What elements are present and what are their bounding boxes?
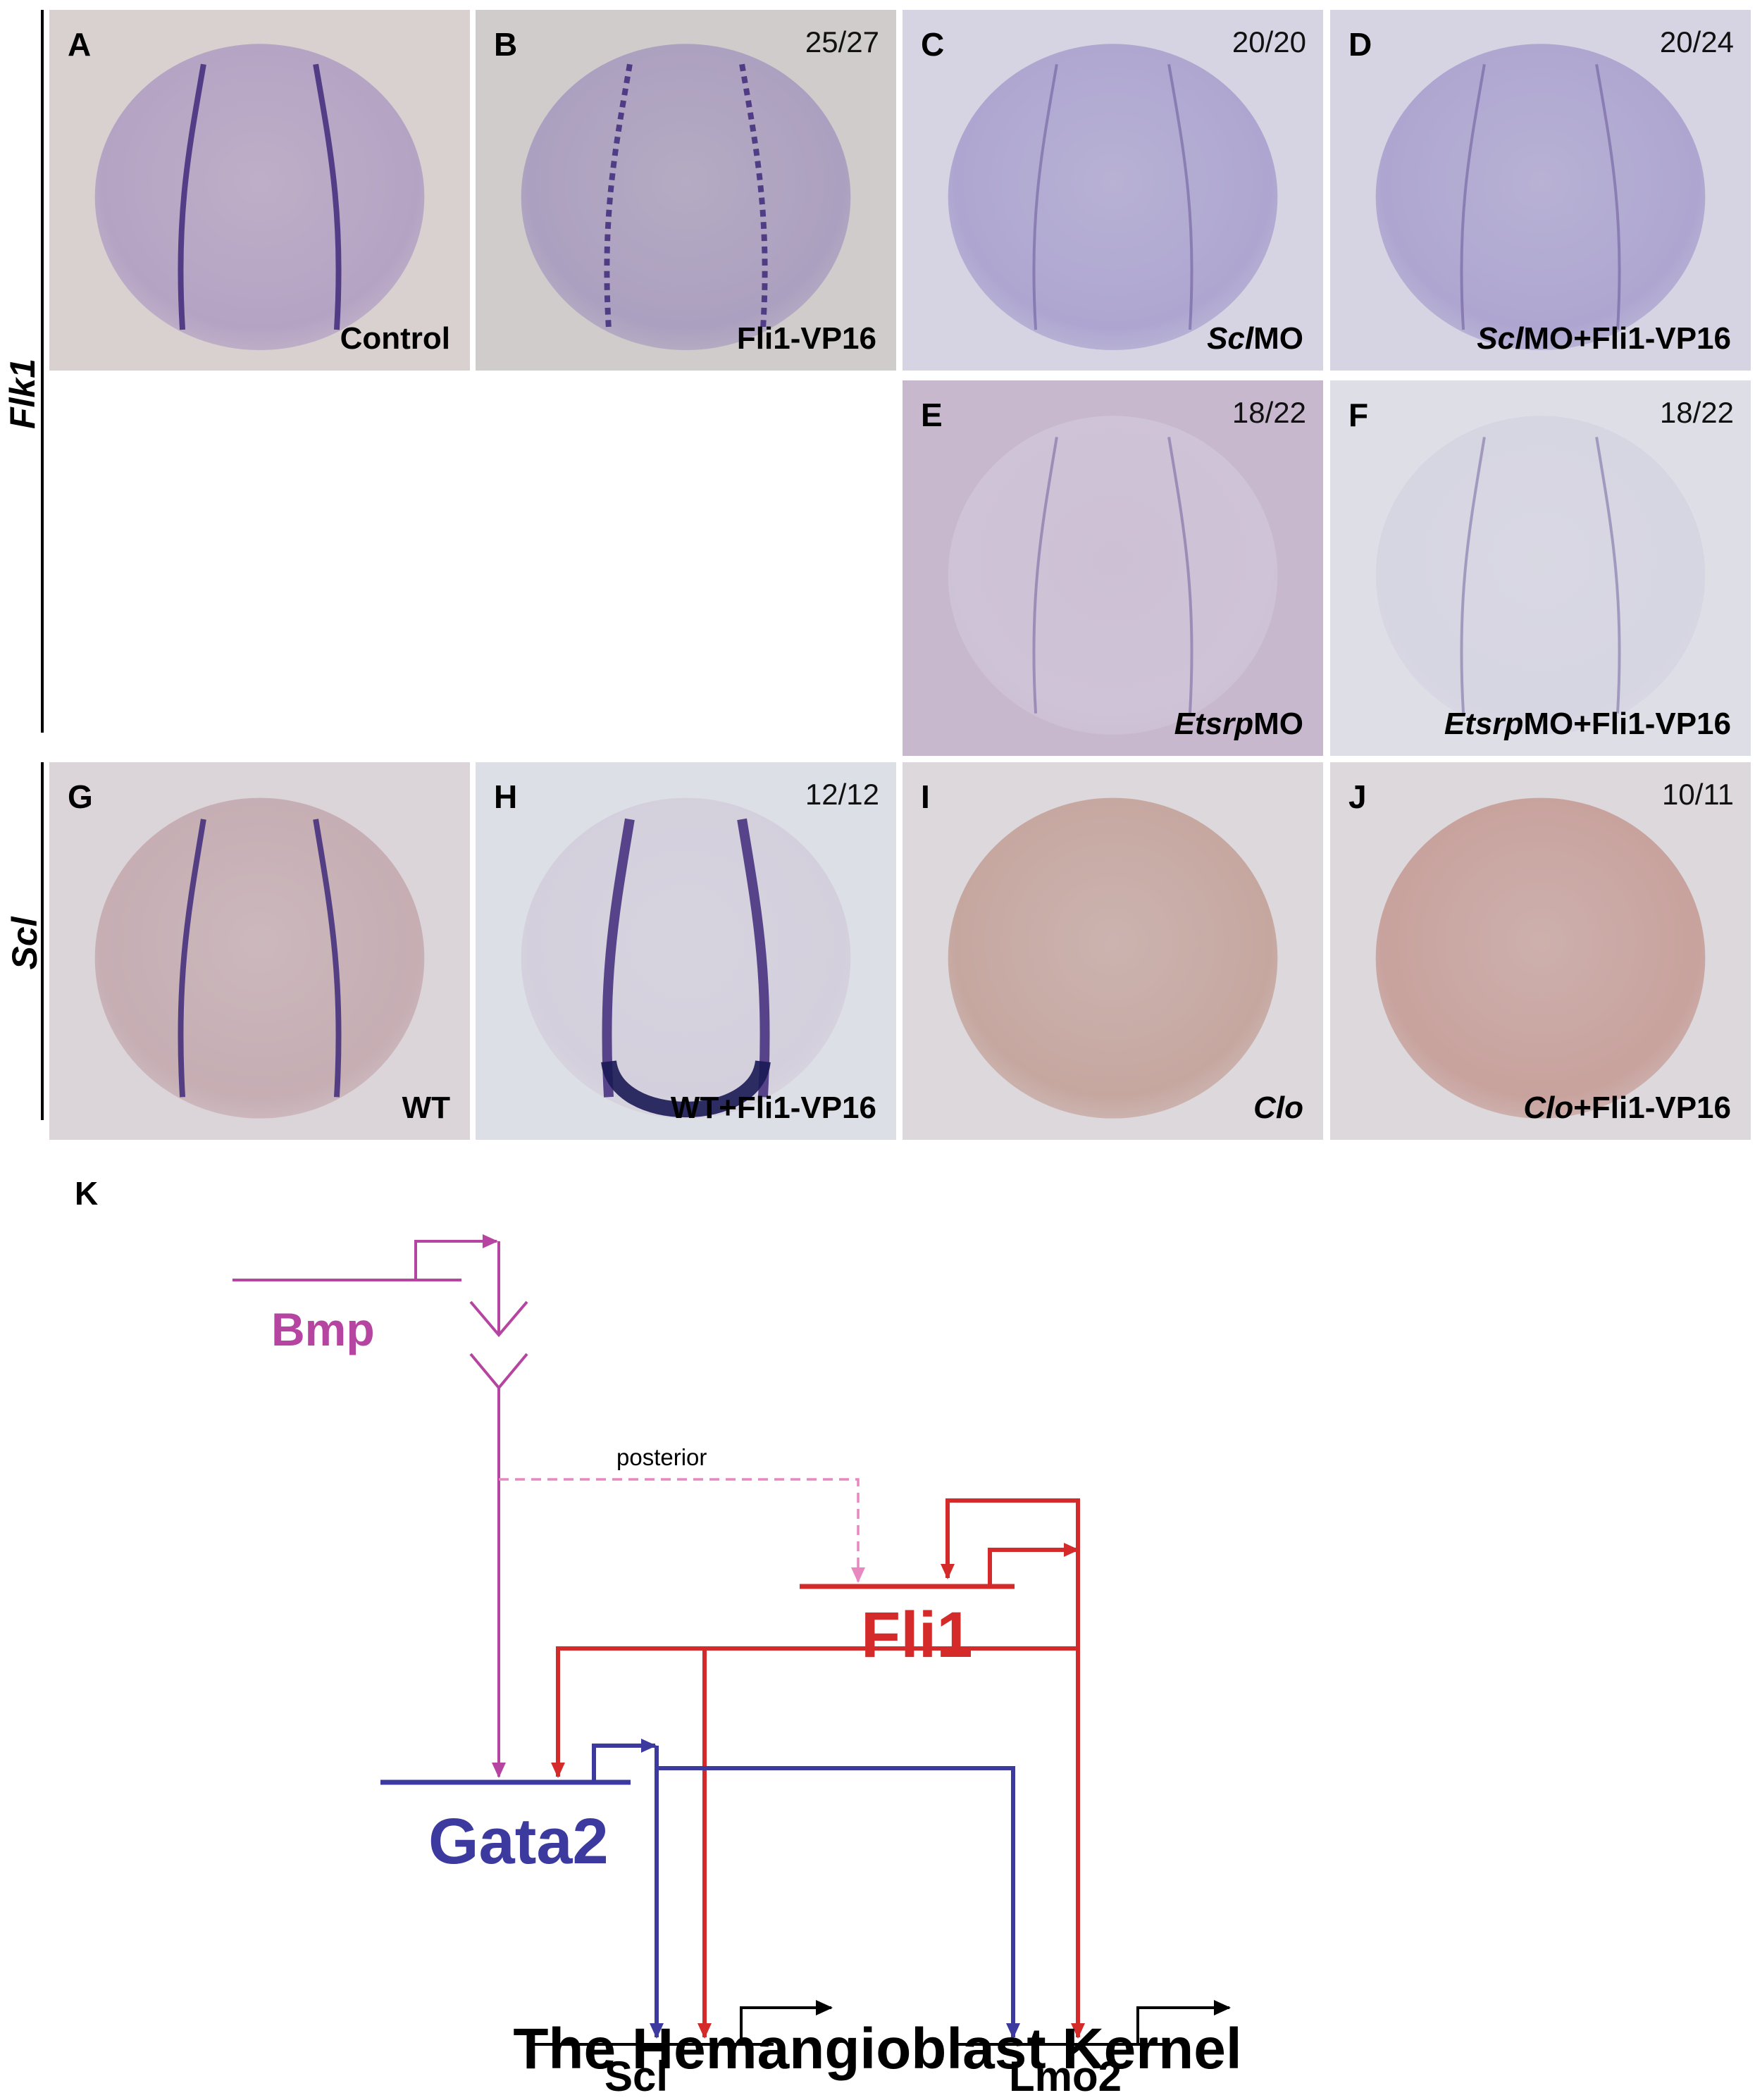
embryo-image bbox=[94, 797, 425, 1119]
fli1-gene: Fli1 bbox=[551, 1498, 1085, 2039]
embryo-image bbox=[1375, 416, 1706, 735]
condition-label: WT bbox=[402, 1091, 450, 1125]
condition-label: Fli1-VP16 bbox=[736, 321, 876, 356]
posterior-label: posterior bbox=[616, 1444, 707, 1470]
bmp-label: Bmp bbox=[271, 1303, 375, 1355]
embryo-count-ratio: 12/12 bbox=[805, 778, 879, 811]
hemangioblast-kernel-diagram: K Bmp posterior Fli1 Gata2 Scl bbox=[75, 1175, 1231, 2100]
embryo-image bbox=[948, 797, 1278, 1119]
panel-a: A Control bbox=[49, 10, 470, 371]
condition-italic-part: Etsrp bbox=[1174, 707, 1254, 741]
panel-label-k: K bbox=[75, 1175, 98, 1212]
figure-title: The Hemangioblast Kernel bbox=[513, 2017, 1242, 2081]
panel-label: B bbox=[494, 26, 518, 63]
condition-italic-part: Scl bbox=[1477, 321, 1524, 356]
panel-label: C bbox=[921, 26, 945, 63]
bmp-signal-path: posterior bbox=[469, 1241, 865, 1778]
condition-label: Clo bbox=[1253, 1091, 1303, 1126]
gata2-gene: Gata2 bbox=[380, 1739, 1020, 2039]
bmp-gene: Bmp bbox=[232, 1234, 498, 1355]
embryo-image bbox=[1375, 797, 1706, 1119]
embryo-count-ratio: 18/22 bbox=[1232, 396, 1306, 429]
condition-label: SclMO+Fli1-VP16 bbox=[1477, 321, 1731, 356]
embryo-count-ratio: 10/11 bbox=[1662, 778, 1734, 811]
lmo2-label: Lmo2 bbox=[1009, 2053, 1122, 2100]
scl-label: Scl bbox=[604, 2053, 668, 2100]
scl-target-gene: Scl bbox=[527, 2000, 833, 2100]
condition-label: Control bbox=[340, 321, 450, 356]
embryo-count-ratio: 20/20 bbox=[1232, 25, 1306, 58]
scl-row-bracket bbox=[41, 762, 44, 1120]
embryo-image bbox=[521, 797, 851, 1119]
panel-label: D bbox=[1348, 26, 1372, 63]
panel-i: I Clo bbox=[903, 762, 1323, 1140]
embryo-image bbox=[948, 44, 1278, 351]
embryo-image bbox=[521, 44, 851, 351]
flk1-row-bracket bbox=[41, 10, 44, 733]
condition-italic-part: Etsrp bbox=[1444, 707, 1524, 741]
panel-label: J bbox=[1348, 778, 1367, 815]
panel-label: G bbox=[68, 778, 93, 815]
panel-label: F bbox=[1348, 397, 1369, 433]
condition-label: Clo+Fli1-VP16 bbox=[1523, 1091, 1731, 1125]
embryo-count-ratio: 20/24 bbox=[1659, 25, 1734, 58]
panel-g: G WT bbox=[49, 762, 470, 1140]
lmo2-target-gene: Lmo2 bbox=[958, 2000, 1231, 2100]
embryo-image bbox=[1375, 44, 1706, 351]
gata2-label: Gata2 bbox=[428, 1806, 609, 1877]
condition-label: EtsrpMO+Fli1-VP16 bbox=[1444, 707, 1731, 741]
condition-italic-part: Scl bbox=[1207, 321, 1254, 356]
condition-label: WT+Fli1-VP16 bbox=[670, 1091, 876, 1125]
panel-label: E bbox=[921, 397, 943, 433]
condition-italic-part: Clo bbox=[1523, 1091, 1574, 1125]
condition-label: SclMO bbox=[1207, 321, 1303, 356]
panel-label: I bbox=[921, 778, 930, 815]
embryo-count-ratio: 18/22 bbox=[1659, 396, 1734, 429]
embryo-count-ratio: 25/27 bbox=[805, 25, 879, 58]
scl-row-label: Scl bbox=[5, 917, 44, 970]
embryo-image bbox=[94, 44, 425, 351]
fli1-label: Fli1 bbox=[861, 1599, 972, 1671]
flk1-row-label: Flk1 bbox=[3, 358, 42, 430]
condition-italic-part: Clo bbox=[1253, 1091, 1303, 1125]
panel-label: A bbox=[68, 26, 92, 63]
condition-label: EtsrpMO bbox=[1174, 707, 1303, 741]
embryo-image bbox=[948, 416, 1278, 735]
panel-label: H bbox=[494, 778, 518, 815]
